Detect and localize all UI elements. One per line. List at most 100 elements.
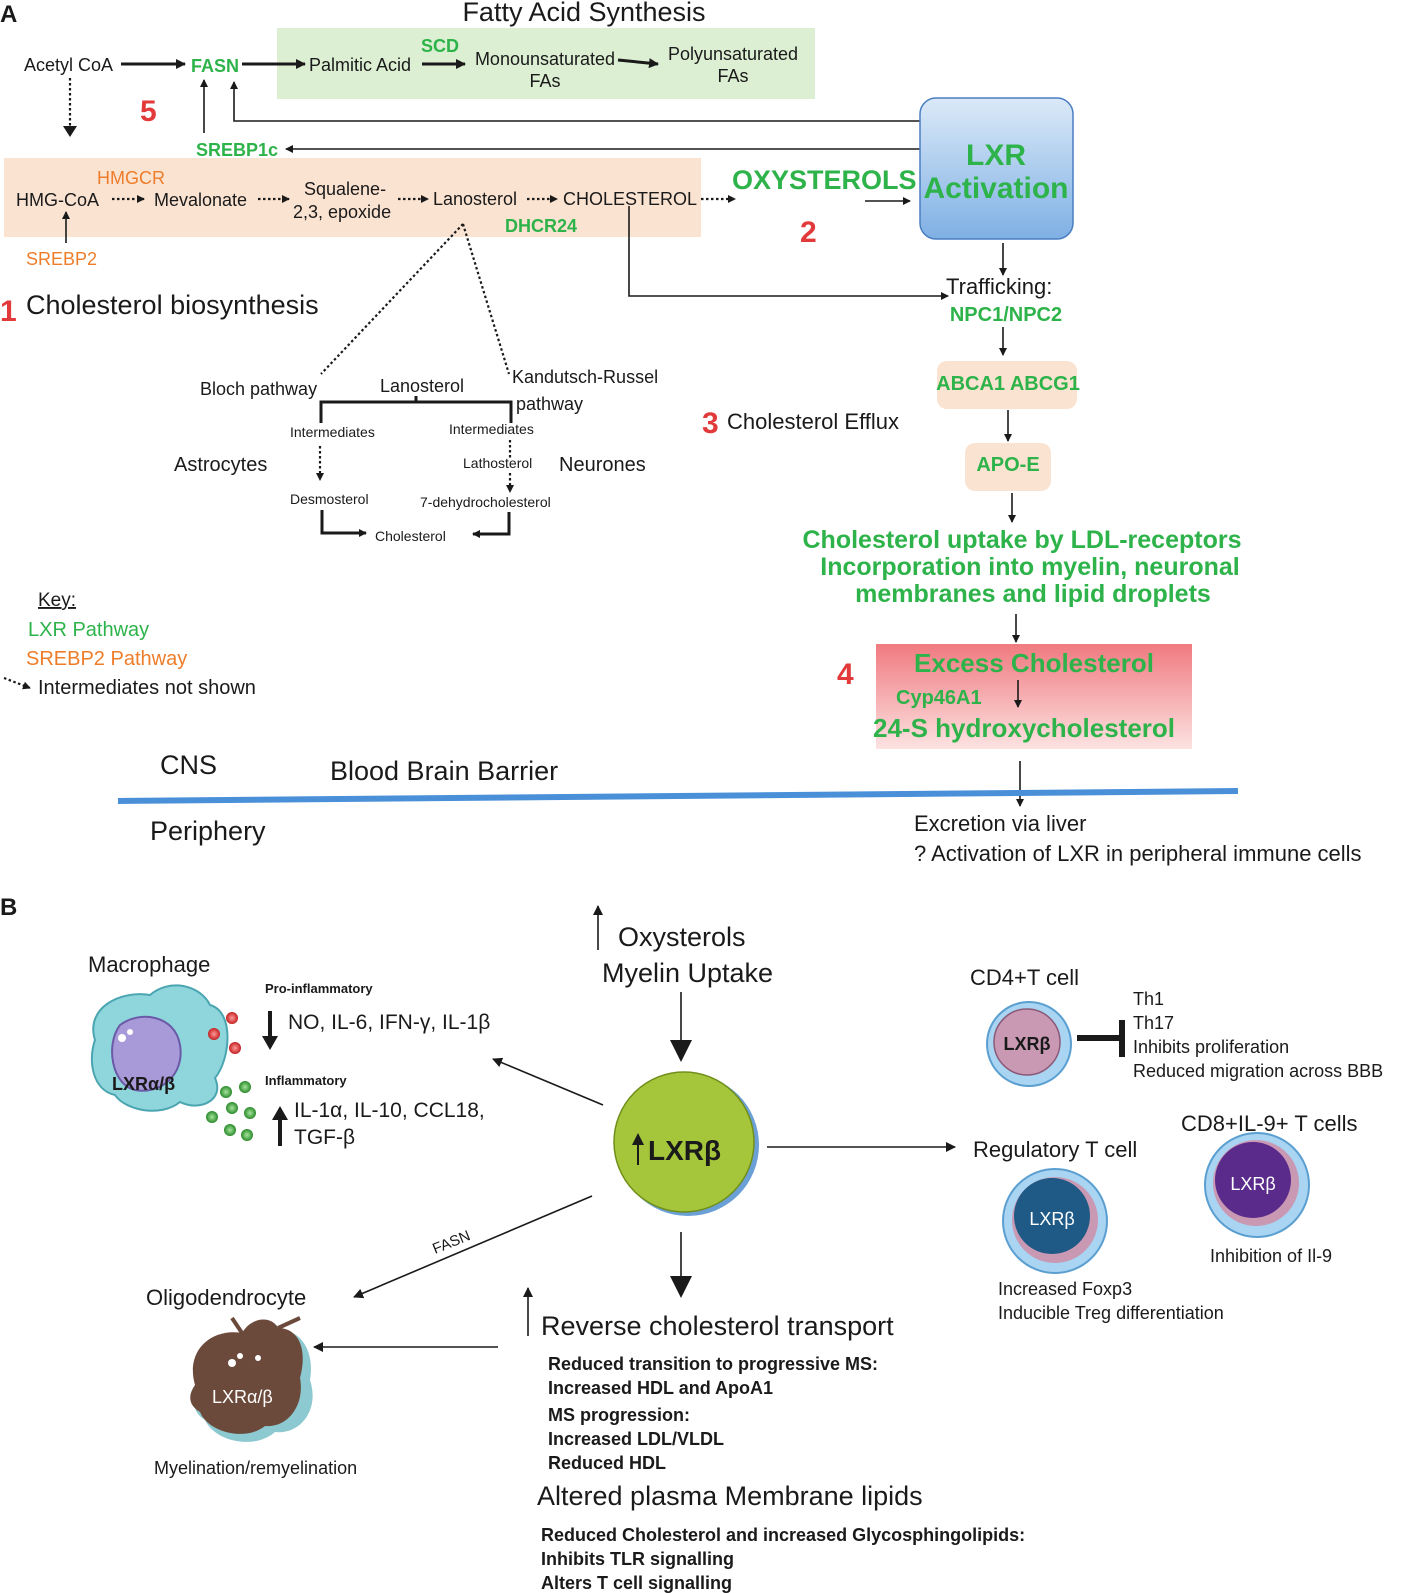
oligodendrocyte-cell <box>190 1316 313 1442</box>
arrow-lxr-fasn <box>230 81 920 122</box>
cholesterol-final: Cholesterol <box>375 528 446 544</box>
rct-line-5: Reduced HDL <box>548 1453 666 1473</box>
npc-label: NPC1/NPC2 <box>950 304 1062 326</box>
apoe-box <box>965 443 1051 491</box>
desmosterol-label: Desmosterol <box>290 491 369 507</box>
treg-label: Regulatory T cell <box>973 1137 1137 1162</box>
oxysterols-label: OXYSTEROLS <box>732 165 917 195</box>
arrow-cholesterol-trafficking <box>628 206 949 300</box>
key-srebp: SREBP2 Pathway <box>26 648 187 670</box>
neurones-label: Neurones <box>559 454 646 476</box>
inducible-treg: Inducible Treg differentiation <box>998 1303 1224 1323</box>
cd8-cell <box>1204 1132 1310 1238</box>
squalene-2: 2,3, epoxide <box>293 202 391 222</box>
rct-line-3: MS progression: <box>548 1405 690 1425</box>
rct-line-4: Increased LDL/VLDL <box>548 1429 724 1449</box>
intermediates-right: Intermediates <box>449 421 534 437</box>
arrow-mono-poly <box>617 58 659 69</box>
bracket-lanosterol <box>319 400 513 423</box>
uptake-2: Incorporation into myelin, neuronal <box>820 553 1239 581</box>
myelin-uptake: Myelin Uptake <box>602 958 773 988</box>
intermediates-left: Intermediates <box>290 424 375 440</box>
key-title: Key: <box>38 590 76 611</box>
anti-inflammatory-list-1: IL-1α, IL-10, CCL18, <box>294 1099 485 1122</box>
fasn-b: FASN <box>430 1227 473 1257</box>
treg-cell <box>1002 1168 1108 1274</box>
key-intermediates: Intermediates not shown <box>38 677 256 699</box>
acetyl-coa: Acetyl CoA <box>24 55 113 75</box>
macrophage-label: Macrophage <box>88 952 210 977</box>
lathosterol-label: Lathosterol <box>463 455 532 471</box>
cd8-label: CD8+IL-9+ T cells <box>1181 1111 1358 1136</box>
inhibition-il9: Inhibition of Il-9 <box>1210 1246 1332 1266</box>
rct-line-1: Reduced transition to progressive MS: <box>548 1354 878 1374</box>
number-2: 2 <box>800 216 817 249</box>
center-lxr-cell <box>613 1071 759 1216</box>
fatty-acid-title: Fatty Acid Synthesis <box>462 0 705 27</box>
monounsaturated-1: Monounsaturated <box>475 49 615 69</box>
excess-box <box>876 644 1192 749</box>
altered-line-3: Alters T cell signalling <box>541 1573 732 1593</box>
excess-label: Excess Cholesterol <box>914 648 1154 678</box>
number-4: 4 <box>837 658 854 691</box>
cd4-lxr: LXRβ <box>1004 1034 1051 1054</box>
mevalonate: Mevalonate <box>154 190 247 210</box>
macrophage-lxr: LXRα/β <box>112 1074 175 1094</box>
pro-inflammatory-label: Pro-inflammatory <box>265 981 373 996</box>
cd4-label: CD4+T cell <box>970 965 1079 990</box>
polyunsaturated-2: FAs <box>717 66 748 86</box>
astrocytes-label: Astrocytes <box>174 454 267 476</box>
periphery-label: Periphery <box>150 816 266 846</box>
red-cytokine-dots <box>208 1012 241 1054</box>
lxr-activation-2: Activation <box>923 172 1068 205</box>
blood-brain-barrier-line <box>117 788 1239 804</box>
cholesterol-caps: CHOLESTEROL <box>563 189 697 209</box>
cyp-label: Cyp46A1 <box>896 687 982 709</box>
squalene-1: Squalene- <box>304 179 386 199</box>
altered-line-2: Inhibits TLR signalling <box>541 1549 734 1569</box>
reduced-migration: Reduced migration across BBB <box>1133 1061 1383 1081</box>
trafficking-label: Trafficking: <box>946 274 1052 299</box>
number-5: 5 <box>140 95 157 128</box>
srebp2-label: SREBP2 <box>26 249 97 269</box>
inflammatory-label: Inflammatory <box>265 1073 347 1088</box>
abca-box <box>937 361 1077 409</box>
arrow-dehydro-cholesterol <box>472 512 511 538</box>
cd4-cell <box>986 1001 1072 1087</box>
number-3: 3 <box>702 407 719 440</box>
pro-inflammatory-list: NO, IL-6, IFN-γ, IL-1β <box>288 1011 490 1034</box>
excretion-label: Excretion via liver <box>914 811 1086 836</box>
activation-label: ? Activation of LXR in peripheral immune… <box>914 841 1362 866</box>
inhibits-proliferation: Inhibits proliferation <box>1133 1037 1289 1057</box>
biosynthesis-title: Cholesterol biosynthesis <box>26 290 319 320</box>
rct-label: Reverse cholesterol transport <box>541 1311 894 1341</box>
lxr-activation-1: LXR <box>966 139 1026 172</box>
increased-foxp3: Increased Foxp3 <box>998 1279 1132 1299</box>
dehydro-label: 7-dehydrocholesterol <box>420 494 551 510</box>
kandutsch-1: Kandutsch-Russel <box>512 367 658 387</box>
monounsaturated-2: FAs <box>529 71 560 91</box>
bloch-pathway: Bloch pathway <box>200 379 317 399</box>
biosynthesis-box <box>4 158 701 237</box>
altered-membrane-label: Altered plasma Membrane lipids <box>537 1481 923 1511</box>
hmg-coa: HMG-CoA <box>16 190 99 210</box>
th1-label: Th1 <box>1133 989 1164 1009</box>
center-up-arrow-head <box>632 1133 644 1145</box>
fasn-label: FASN <box>191 56 239 76</box>
lanosterol: Lanosterol <box>433 189 517 209</box>
polyunsaturated-1: Polyunsaturated <box>668 44 798 64</box>
lxr-activation-box <box>919 97 1074 240</box>
cd8-lxr: LXRβ <box>1230 1174 1275 1194</box>
uptake-1: Cholesterol uptake by LDL-receptors <box>803 526 1242 554</box>
anti-inflammatory-list-2: TGF-β <box>294 1126 355 1149</box>
myelination-label: Myelination/remyelination <box>154 1458 357 1478</box>
macrophage-cell <box>90 984 229 1112</box>
th17-label: Th17 <box>1133 1013 1174 1033</box>
treg-lxr: LXRβ <box>1029 1209 1074 1229</box>
dotted-to-bloch <box>320 223 464 375</box>
altered-line-1: Reduced Cholesterol and increased Glycos… <box>541 1525 1025 1545</box>
scd-label: SCD <box>421 36 459 56</box>
center-lxr-label: LXRβ <box>648 1135 721 1166</box>
apoe-label: APO-E <box>976 454 1039 476</box>
